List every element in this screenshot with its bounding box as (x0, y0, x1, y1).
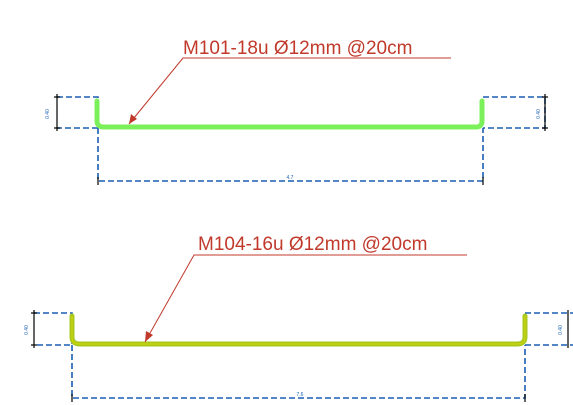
rebar-detail-1: 0.40 0.40 4.7 M101-18u Ø12mm @20cm (45, 38, 548, 185)
callout-arrowhead-2 (145, 331, 153, 342)
rebar-edge-2 (71, 316, 526, 345)
rebar-shape-1 (94, 98, 485, 130)
dim-left-label-1: 0.40 (45, 109, 51, 119)
dim-bottom-label-2: 7.6 (297, 392, 304, 398)
dimension-lines-1 (54, 94, 548, 185)
dim-bottom-box-2 (71, 345, 526, 399)
dim-right-label-2: 0.40 (558, 325, 564, 335)
callout-leader-2 (144, 254, 467, 343)
dim-left-label-2: 0.40 (24, 325, 30, 335)
callout-arrowhead-1 (129, 114, 137, 124)
callout-leader-1 (128, 57, 451, 125)
callout-label-1: M101-18u Ø12mm @20cm (183, 38, 412, 59)
dim-left-box-2 (34, 312, 73, 346)
rebar-shape-2 (69, 313, 528, 347)
callout-label-2: M104-16u Ø12mm @20cm (198, 234, 427, 255)
dim-right-label-1: 0.40 (536, 109, 542, 119)
dim-bottom-box-1 (97, 128, 484, 182)
rebar-detail-2: 0.40 0.40 7.6 M104-16u Ø12mm @20cm (24, 234, 573, 402)
dim-left-box-1 (57, 96, 99, 129)
dim-right-box-2 (525, 312, 573, 346)
dimension-lines-2 (31, 310, 573, 402)
dim-bottom-label-1: 4.7 (287, 175, 294, 181)
